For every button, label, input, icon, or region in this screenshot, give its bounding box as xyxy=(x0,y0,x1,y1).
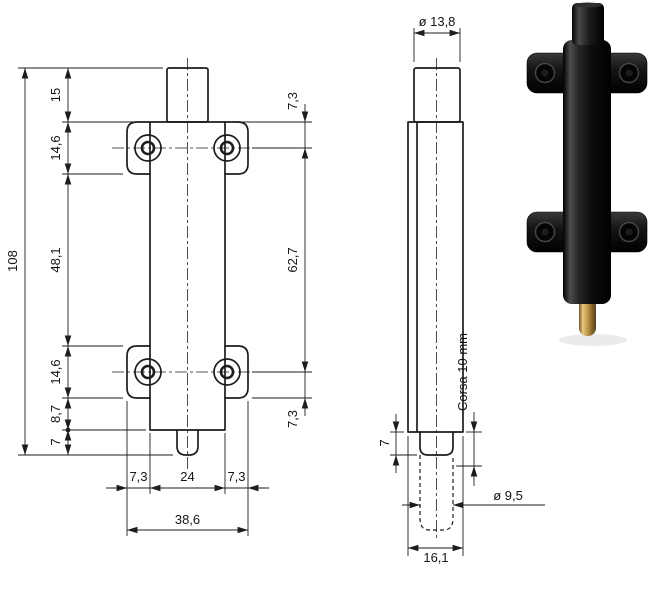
front-bottom-dimension-chain xyxy=(106,484,269,534)
front-left-dimension-chain xyxy=(64,68,72,455)
side-dim-corsa: Corsa 10 mm xyxy=(455,333,470,411)
front-dim-7-3-right-top: 7,3 xyxy=(285,92,300,110)
front-dim-7-3-bottom-right: 7,3 xyxy=(227,469,245,484)
side-pin-tip xyxy=(419,431,454,456)
front-dim-7-3-bottom-left: 7,3 xyxy=(129,469,147,484)
photo-hole-bore xyxy=(540,227,550,237)
product-photo xyxy=(526,2,648,346)
front-pin xyxy=(176,429,199,456)
side-body xyxy=(407,121,464,433)
side-dim-7: 7 xyxy=(377,439,392,446)
photo-brass-pin xyxy=(579,298,596,336)
front-dim-62-7: 62,7 xyxy=(285,247,300,272)
photo-body xyxy=(563,40,611,304)
side-dim-16-1: 16,1 xyxy=(423,550,448,565)
dimension-origin-dot xyxy=(65,427,71,433)
side-tip-dimension xyxy=(390,414,417,473)
front-dim-8-7: 8,7 xyxy=(48,405,63,423)
side-dim-diameter-9-5: ø 9,5 xyxy=(493,488,523,503)
front-view-centerlines xyxy=(112,58,262,470)
front-dim-15: 15 xyxy=(48,88,63,102)
front-dim-14-6-top: 14,6 xyxy=(48,135,63,160)
front-dim-14-6-bottom: 14,6 xyxy=(48,359,63,384)
photo-screw-holes xyxy=(534,62,640,243)
front-dim-48-1: 48,1 xyxy=(48,247,63,272)
photo-knob-top-face xyxy=(574,2,602,8)
side-view xyxy=(407,67,464,456)
side-depth-dimension xyxy=(407,436,464,556)
front-dim-7-3-right-bottom: 7,3 xyxy=(285,410,300,428)
side-dim-diameter-13-8: ø 13,8 xyxy=(419,14,456,29)
photo-shadow xyxy=(559,334,627,346)
photo-hole-bore xyxy=(540,68,550,78)
front-dim-38-6: 38,6 xyxy=(175,512,200,527)
front-dim-24: 24 xyxy=(180,469,194,484)
photo-hole-bore xyxy=(624,227,634,237)
side-stroke-dimension xyxy=(456,412,482,486)
side-dimensions: ø 13,8 7 Corsa 10 mm ø 9,5 16,1 xyxy=(377,14,545,565)
front-dim-7: 7 xyxy=(48,438,63,445)
side-knob xyxy=(413,67,461,123)
photo-knob xyxy=(572,3,604,45)
front-dim-108: 108 xyxy=(5,250,20,272)
front-dimensions: 15 14,6 48,1 14,6 8,7 7 108 7,3 62,7 7,3… xyxy=(5,67,312,536)
side-top-diameter-dimension xyxy=(413,28,461,62)
photo-hole-bore xyxy=(624,68,634,78)
